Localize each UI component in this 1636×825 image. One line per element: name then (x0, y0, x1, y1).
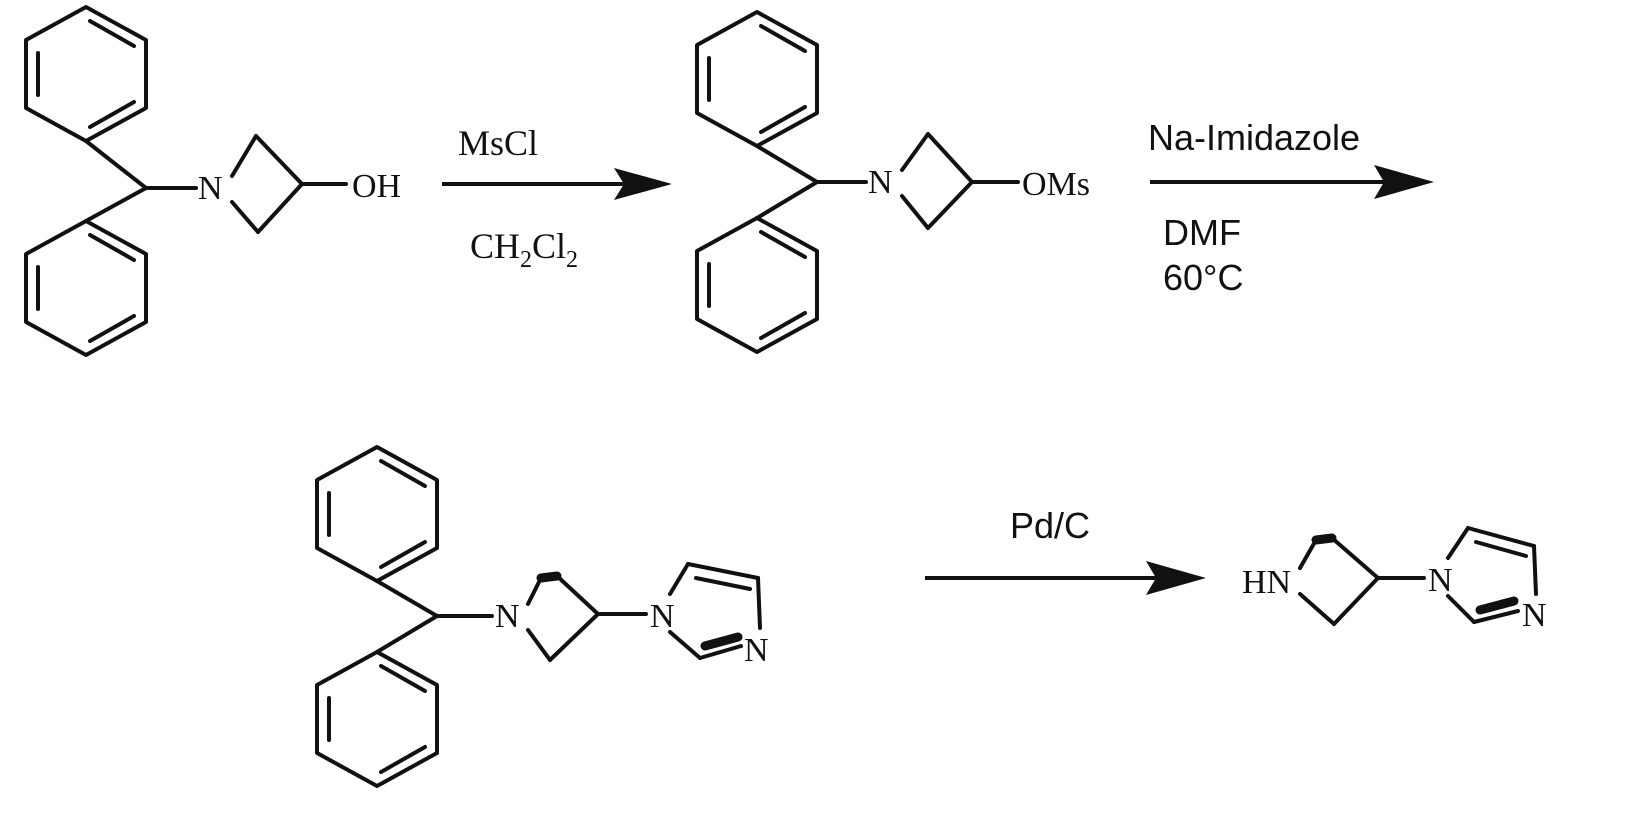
azetidine-ring (902, 134, 972, 228)
phenyl-ring-upper (26, 7, 146, 141)
atom-n: N (1522, 597, 1547, 634)
atom-oh: OH (352, 168, 401, 205)
atom-n: N (198, 170, 223, 207)
reagent-pd-c: Pd/C (1010, 505, 1090, 546)
phenyl-ring-upper (697, 12, 817, 146)
phenyl-ring-lower (697, 218, 817, 352)
reagent-dichloromethane: CH2Cl2 (470, 226, 578, 273)
atom-oms: OMs (1022, 166, 1090, 203)
compound-benzhydryl-azetidinyl-mesylate: N OMs (697, 12, 1090, 352)
reaction-arrow-1 (442, 168, 672, 200)
atom-hn: HN (1242, 564, 1291, 601)
atom-n: N (744, 632, 769, 669)
reaction-arrow-2 (1150, 165, 1434, 199)
atom-n: N (650, 598, 675, 635)
phenyl-ring-lower (317, 652, 437, 786)
azetidine-ring (1300, 538, 1378, 624)
phenyl-ring-lower (26, 221, 146, 355)
phenyl-ring-upper (317, 447, 437, 581)
compound-benzhydryl-azetidinol: N OH (26, 7, 401, 355)
atom-n: N (1428, 562, 1453, 599)
reagent-temperature: 60°C (1163, 257, 1243, 298)
reagent-mscl: MsCl (458, 123, 538, 163)
atom-n: N (495, 598, 520, 635)
reagent-dmf: DMF (1163, 212, 1241, 253)
compound-azetidinyl-imidazole: HN N N (1242, 528, 1547, 634)
reaction-arrow-3 (925, 561, 1206, 595)
azetidine-ring (232, 136, 302, 232)
azetidine-ring (528, 576, 598, 660)
compound-benzhydryl-azetidinyl-imidazole: N N N (317, 447, 769, 786)
atom-n: N (868, 164, 893, 201)
reagent-na-imidazole: Na-Imidazole (1148, 117, 1360, 158)
